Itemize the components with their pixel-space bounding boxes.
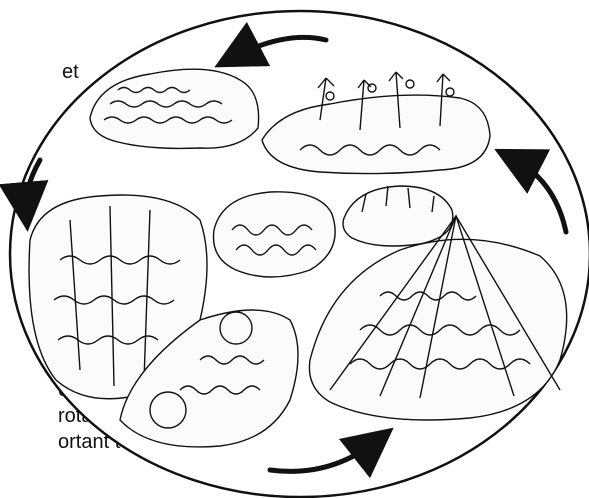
bed-center	[213, 192, 335, 277]
